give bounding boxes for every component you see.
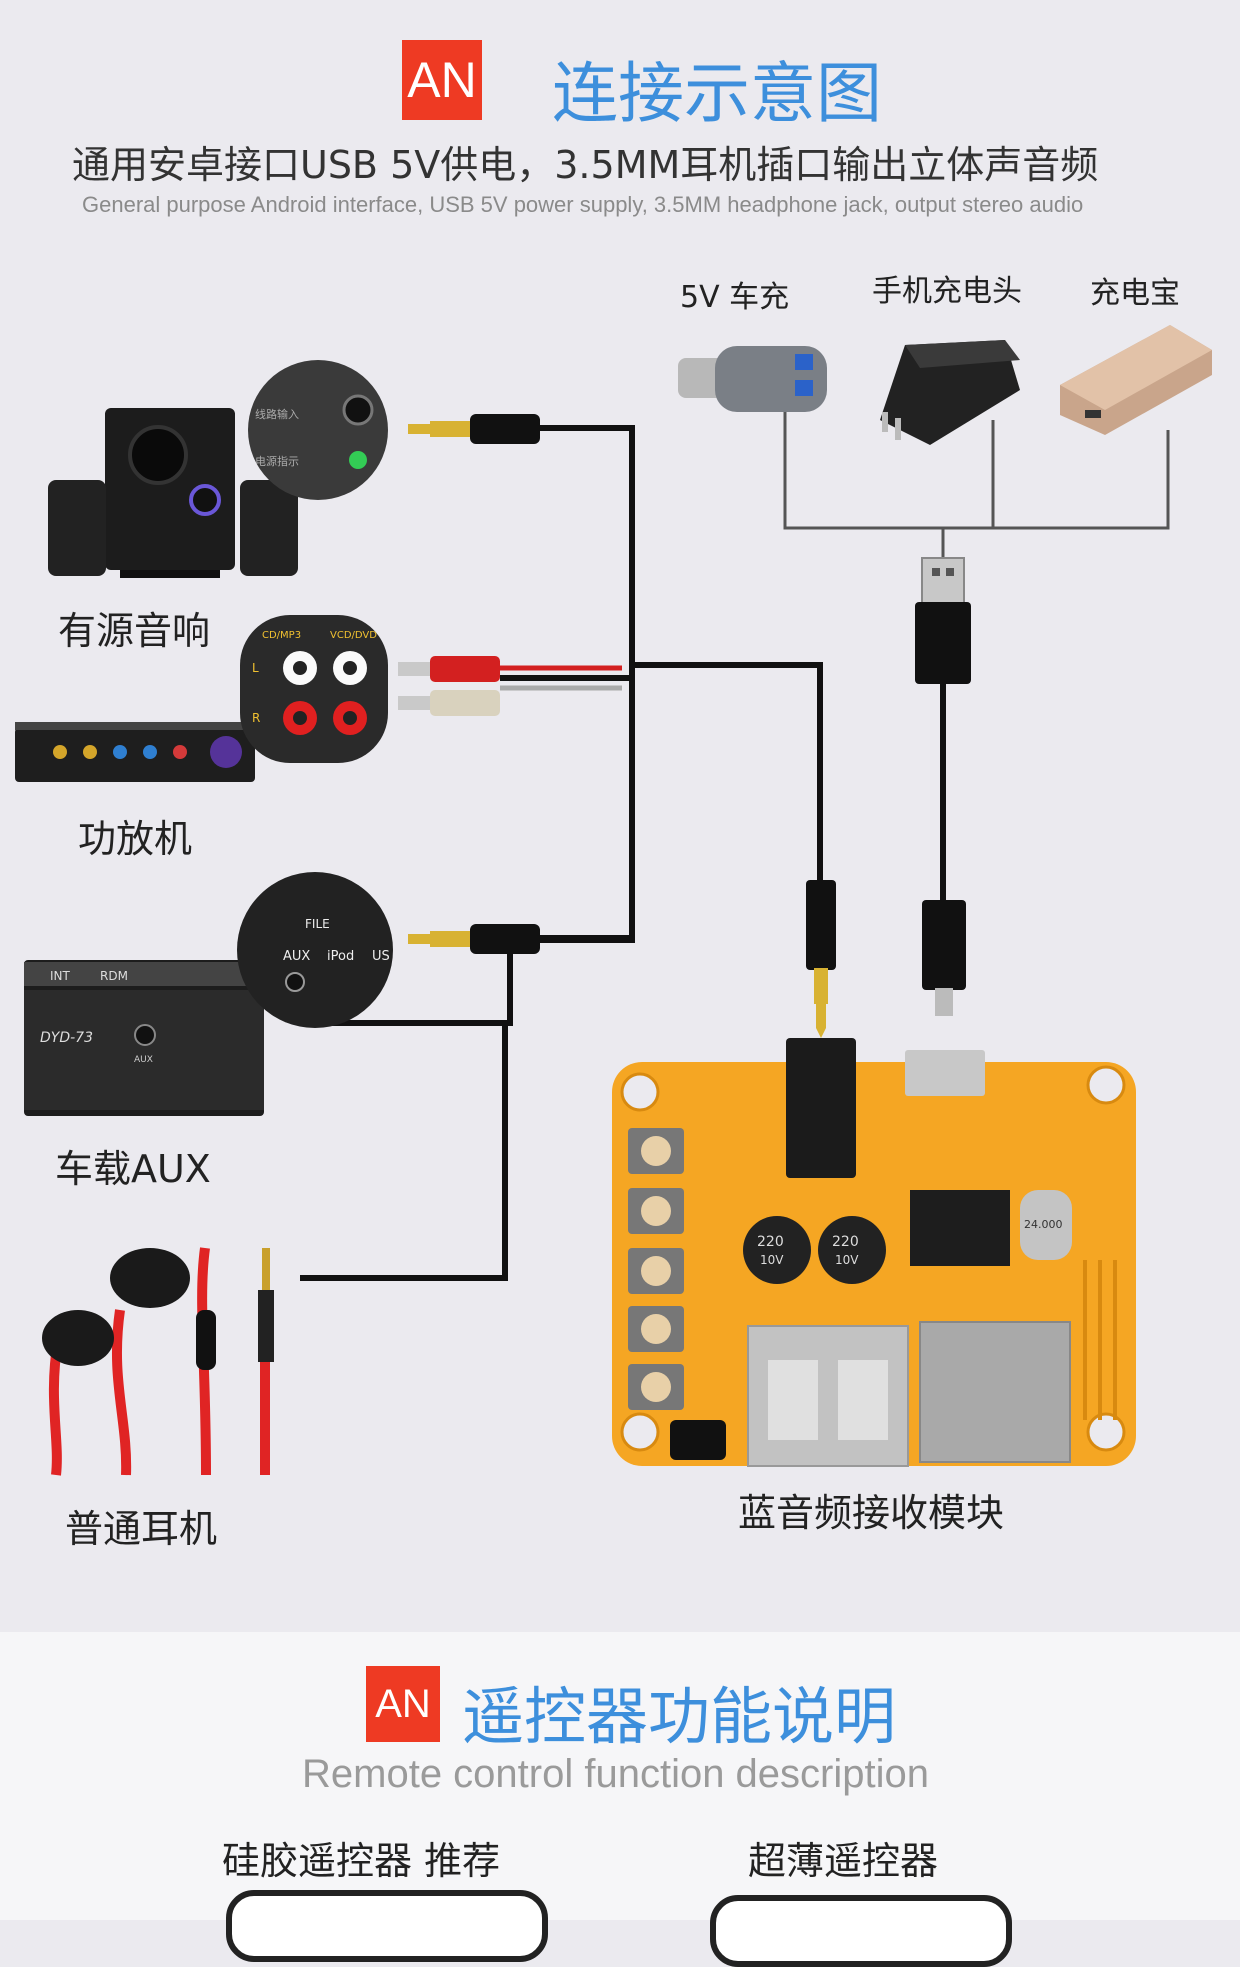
callout-power-indicator: 电源指示 [255, 454, 299, 468]
callout-ipod: iPod [327, 949, 354, 964]
callout-l: L [252, 661, 259, 675]
label-active-speaker: 有源音响 [58, 609, 211, 653]
page-title: 连接示意图 [552, 55, 882, 132]
label-slim-remote: 超薄遥控器 [748, 1839, 939, 1883]
callout-vcddvd: VCD/DVD [330, 630, 377, 641]
bluetooth-module-icon: 220 10V 220 10V 24.000 [612, 1038, 1136, 1467]
car-brand-label: DYD-73 [40, 1030, 93, 1046]
usb-plug-icon [915, 557, 971, 684]
subtitle-cn: 通用安卓接口USB 5V供电，3.5MM耳机插口输出立体声音频 [72, 143, 1099, 187]
an-badge-2: AN [366, 1666, 440, 1742]
aux-plug-car-icon [408, 924, 540, 954]
amp-rca-callout: CD/MP3 VCD/DVD L R [240, 615, 388, 763]
speaker-jack-callout: 线路输入 电源指示 [248, 360, 388, 500]
label-car-aux: 车载AUX [55, 1147, 211, 1191]
label-earphones: 普通耳机 [65, 1507, 218, 1551]
an-badge: AN [402, 40, 482, 120]
label-bluetooth-module: 蓝音频接收模块 [738, 1491, 1005, 1535]
amplifier-icon [15, 722, 255, 782]
callout-aux: AUX [283, 949, 310, 964]
cap-label-2: 10V [760, 1253, 784, 1267]
earphones-icon [42, 1247, 274, 1476]
car-charger-icon [678, 346, 827, 412]
callout-line-in: 线路输入 [255, 407, 299, 421]
slim-remote-icon [710, 1895, 1012, 1967]
callout-us: US [372, 949, 390, 964]
cap-label-3: 220 [832, 1234, 859, 1250]
power-bank-icon [1060, 325, 1212, 435]
section2-panel [0, 1632, 1240, 1920]
cap-label-1: 220 [757, 1234, 784, 1250]
audio-plug-icon [806, 880, 836, 1038]
car-aux-callout: FILE AUX iPod US [237, 872, 393, 1028]
cap-label-4: 10V [835, 1253, 859, 1267]
speaker-system-icon [48, 408, 298, 578]
wall-charger-icon [880, 340, 1020, 445]
connection-diagram: 线路输入 电源指示 CD/MP3 VCD/DVD L R INT RDM DYD… [15, 325, 1212, 1476]
car-int-label: INT [50, 969, 71, 983]
label-wall-charger: 手机充电头 [872, 274, 1022, 309]
label-car-charger: 5V 车充 [680, 280, 790, 315]
section2-subtitle-en: Remote control function description [302, 1752, 929, 1796]
subtitle-en: General purpose Android interface, USB 5… [82, 192, 1084, 217]
label-silicone-remote: 硅胶遥控器 推荐 [222, 1839, 501, 1883]
crystal-label: 24.000 [1024, 1218, 1063, 1231]
label-amplifier: 功放机 [78, 817, 193, 861]
power-bracket [783, 410, 1170, 570]
silicone-remote-icon [226, 1890, 548, 1962]
car-stereo-icon: INT RDM DYD-73 AUX [24, 960, 264, 1116]
aux-plug-top-icon [408, 414, 540, 444]
callout-file: FILE [305, 917, 330, 931]
rca-plugs-icon [398, 656, 500, 716]
callout-r: R [252, 711, 260, 725]
car-aux-small-label: AUX [134, 1055, 153, 1065]
callout-cdmp3: CD/MP3 [262, 630, 301, 641]
car-rdm-label: RDM [100, 969, 128, 983]
label-power-bank: 充电宝 [1090, 276, 1180, 311]
micro-usb-plug-icon [922, 900, 966, 1016]
section2-title: 遥控器功能说明 [462, 1680, 897, 1753]
